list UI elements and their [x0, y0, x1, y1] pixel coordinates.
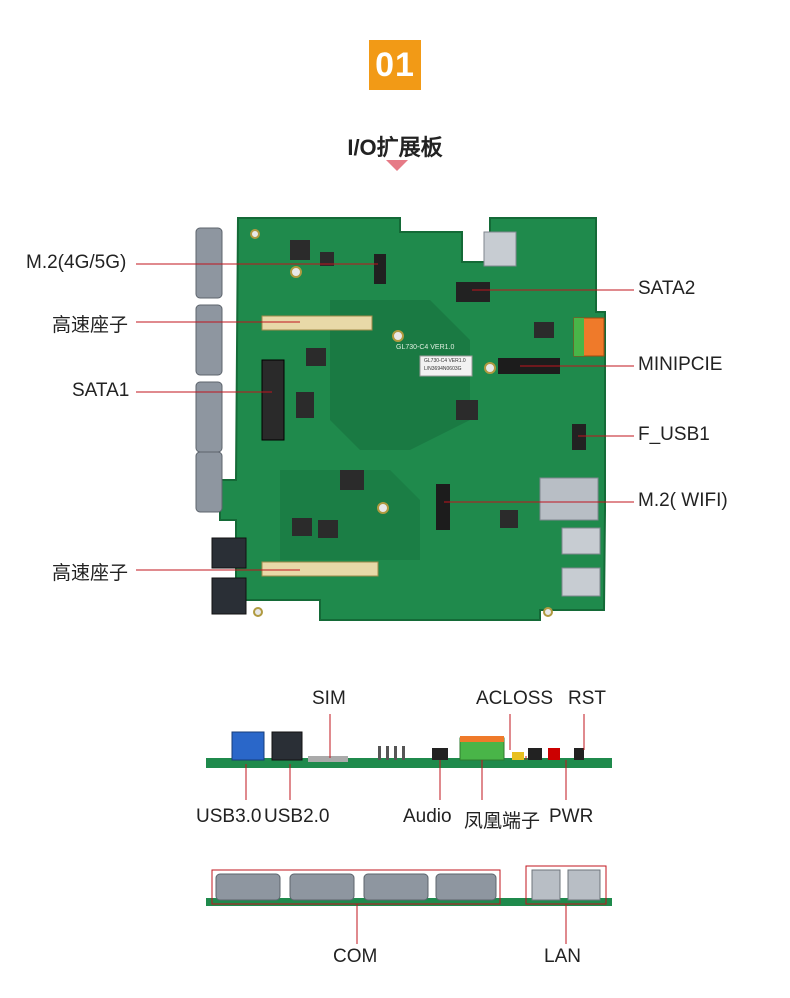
label-acloss: ACLOSS	[476, 688, 554, 709]
label-rst: RST	[568, 688, 606, 709]
leader-lines-side-1	[245, 714, 585, 800]
phoenix-terminal-green	[574, 318, 584, 356]
usb-port-right	[561, 527, 601, 555]
acloss-jumper	[528, 748, 542, 760]
label-com: COM	[333, 946, 378, 967]
high-speed-connector-bottom	[261, 561, 379, 577]
callout-sata1: SATA1	[72, 380, 130, 401]
callout-minipcie: MINIPCIE	[638, 354, 723, 375]
board-version-text: GL730-C4 VER1.0	[396, 344, 455, 351]
com-connectors-left	[195, 227, 223, 513]
usb-stack	[211, 577, 247, 615]
callout-m2-wifi: M.2( WIFI)	[638, 490, 728, 511]
callout-connector-bottom: 高速座子	[52, 563, 129, 584]
f-usb1-header	[572, 424, 586, 450]
sticker-line-2: L/N3694N0603G	[424, 366, 462, 372]
pin-header	[378, 746, 405, 760]
pcb-plane	[280, 470, 420, 560]
sata2-connector	[456, 282, 490, 302]
label-usb20: USB2.0	[264, 806, 330, 827]
rst-header	[574, 748, 584, 760]
usb-port-right	[561, 567, 601, 597]
mount-holes	[250, 229, 553, 617]
usb-port-top	[483, 231, 517, 267]
label-audio: Audio	[403, 806, 452, 827]
callout-m2-4g5g: M.2(4G/5G)	[26, 252, 127, 273]
label-pwr: PWR	[549, 806, 594, 827]
section-number-badge: 01	[369, 40, 421, 90]
lan-port	[531, 869, 561, 901]
chips	[290, 240, 554, 538]
callout-sata2: SATA2	[638, 278, 696, 299]
pointer-triangle	[386, 160, 408, 171]
label-sim: SIM	[312, 688, 346, 709]
side-view-1-pcb	[206, 758, 612, 768]
com-highlight-box	[211, 869, 501, 905]
side-view-2-pcb	[206, 898, 612, 906]
leader-lines	[136, 263, 634, 571]
lan-port	[567, 869, 601, 901]
usb20-port	[271, 731, 303, 761]
audio-jack	[432, 748, 448, 760]
leader-lines-side-2	[356, 904, 567, 944]
sim-tray	[308, 756, 348, 762]
section-title: I/O扩展板	[347, 135, 443, 160]
pcb-plane	[330, 300, 470, 450]
callout-connector-top: 高速座子	[52, 315, 129, 336]
com-ports-side	[215, 873, 497, 901]
label-usb30: USB3.0	[196, 806, 262, 827]
sticker-line-1: GL730-C4 VER1.0	[424, 358, 466, 364]
callout-f-usb1: F_USB1	[638, 424, 710, 445]
m2-4g-slot	[374, 254, 386, 284]
pwr-header	[548, 748, 560, 760]
usb-stack	[211, 537, 247, 569]
m2-wifi-slot	[436, 484, 450, 530]
led	[512, 752, 524, 760]
sata1-connector	[261, 359, 285, 441]
label-phoenix: 凤凰端子	[464, 811, 541, 832]
sim-slot	[539, 477, 599, 521]
label-lan: LAN	[544, 946, 581, 967]
label-sticker	[419, 355, 473, 377]
usb30-port	[231, 731, 265, 761]
phoenix-terminal-top	[460, 736, 504, 742]
high-speed-connector-top	[261, 315, 373, 331]
